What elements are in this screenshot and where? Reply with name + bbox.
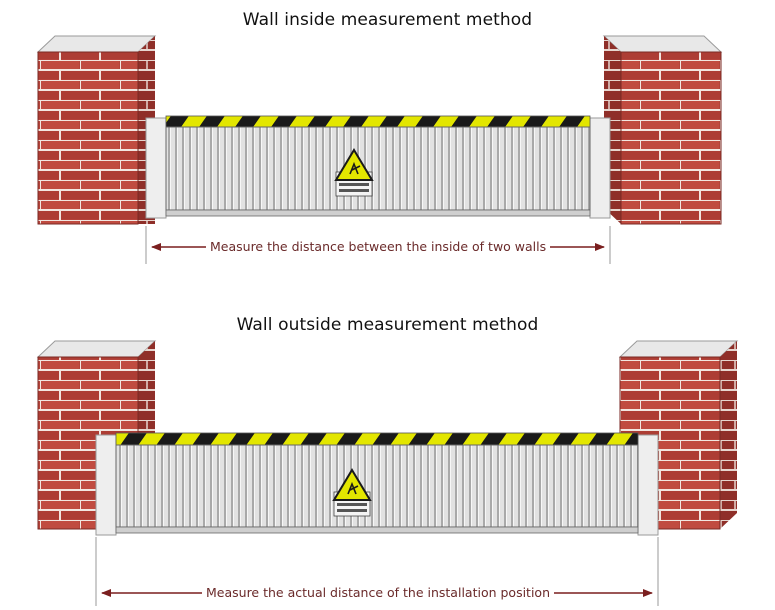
flood-barrier-inside (145, 115, 611, 219)
inside-method-title: Wall inside measurement method (242, 10, 533, 30)
flood-barrier-outside (95, 432, 659, 536)
warning-triangle-icon (332, 468, 372, 517)
right-brick-pillar (602, 35, 723, 225)
outside-method-diagram (36, 340, 739, 606)
outside-method-title: Wall outside measurement method (236, 315, 539, 335)
inside-measure-label: Measure the distance between the inside … (206, 239, 551, 254)
outside-measure-label: Measure the actual distance of the insta… (202, 585, 555, 600)
warning-triangle-icon (334, 148, 374, 197)
inside-method-diagram (36, 35, 723, 264)
left-brick-pillar (36, 35, 157, 225)
